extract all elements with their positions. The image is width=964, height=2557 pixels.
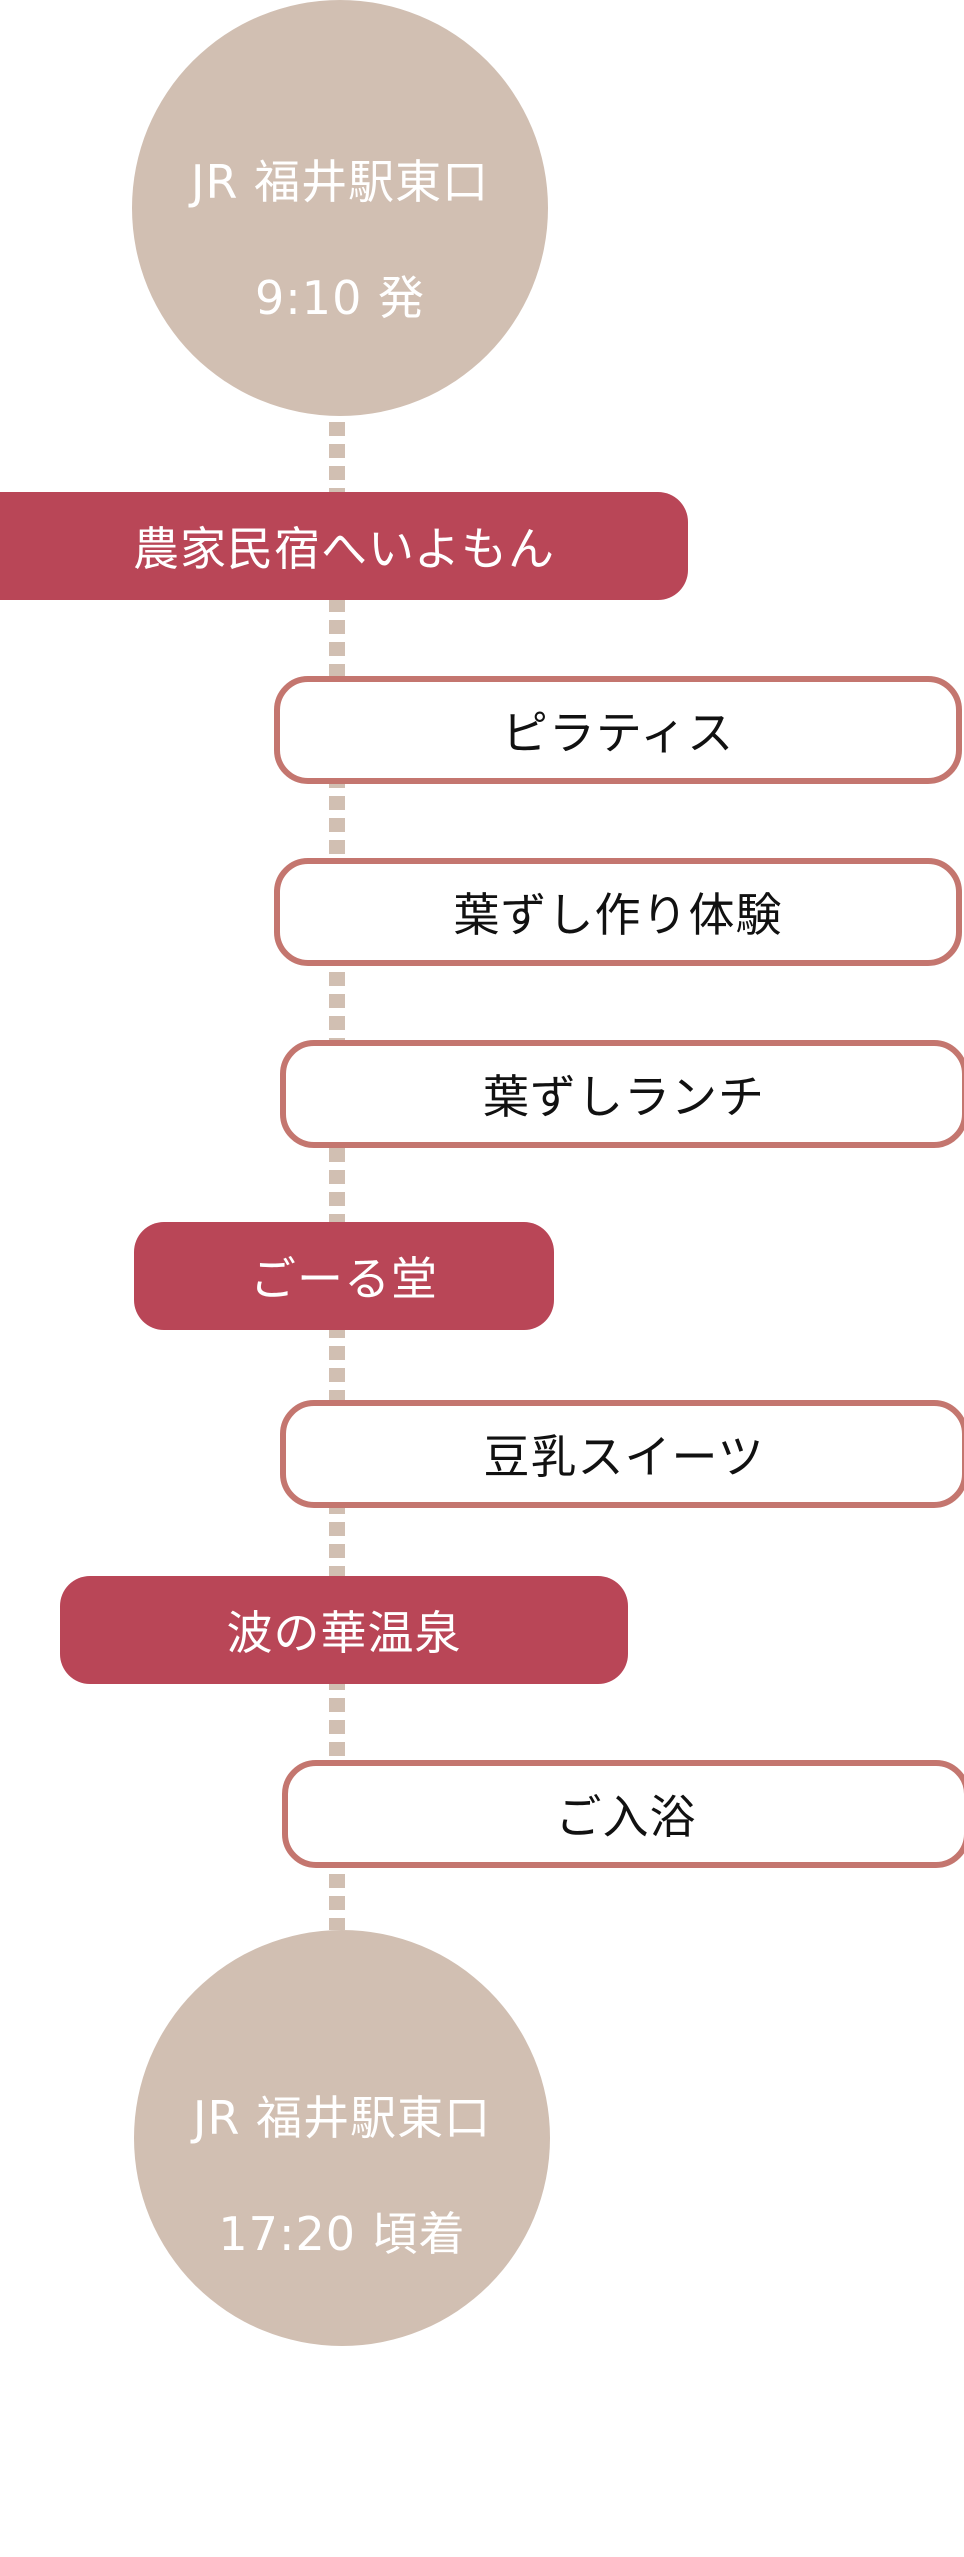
end-time: 17:20 頃着: [218, 2207, 466, 2261]
activity-bathing: ご入浴: [282, 1760, 964, 1868]
stop-heiyomon: 農家民宿へいよもん: [0, 492, 688, 600]
timeline-connector: [329, 400, 345, 1930]
start-time: 9:10 発: [255, 271, 425, 325]
end-point-circle: JR 福井駅東口 17:20 頃着: [134, 1930, 550, 2346]
activity-hazushi-lunch: 葉ずしランチ: [280, 1040, 964, 1148]
end-place: JR 福井駅東口: [192, 2091, 492, 2145]
activity-soymilk-sweets: 豆乳スイーツ: [280, 1400, 964, 1508]
stop-naminohana-onsen: 波の華温泉: [60, 1576, 628, 1684]
activity-hazushi-making: 葉ずし作り体験: [274, 858, 962, 966]
stop-goorudou: ごーる堂: [134, 1222, 554, 1330]
start-point-circle: JR 福井駅東口 9:10 発: [132, 0, 548, 416]
activity-pilates: ピラティス: [274, 676, 962, 784]
start-place: JR 福井駅東口: [190, 155, 490, 209]
